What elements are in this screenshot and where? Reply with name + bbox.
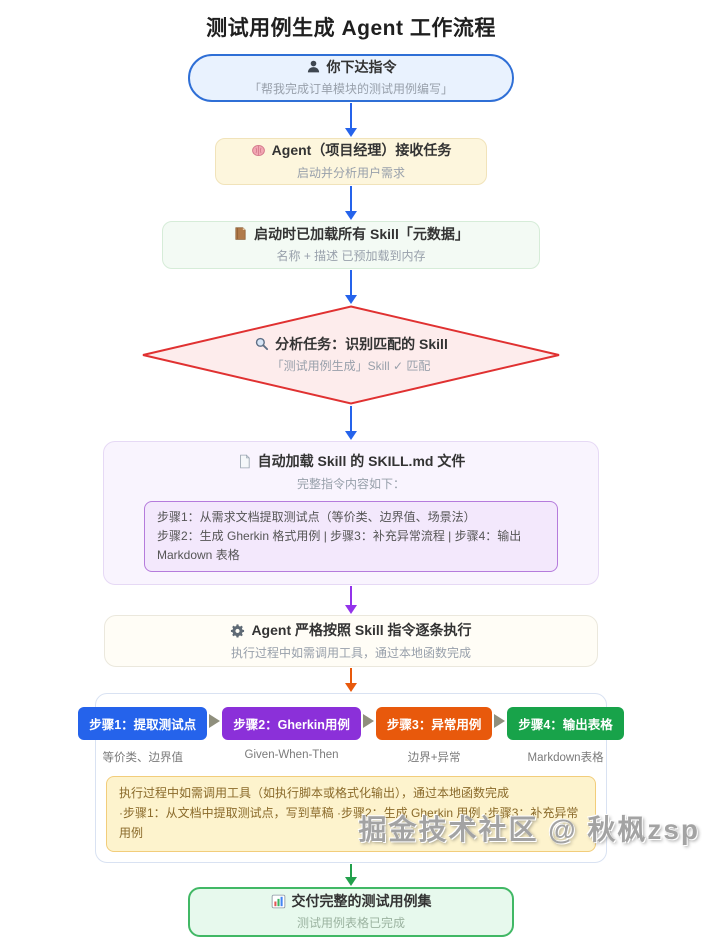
magnifier-icon xyxy=(254,336,269,351)
step-3-pill: 步骤3：异常用例 xyxy=(375,707,493,741)
node-execute-instructions: Agent 严格按照 Skill 指令逐条执行 执行过程中如需调用工具，通过本地… xyxy=(104,615,598,668)
document-icon xyxy=(237,454,252,469)
node-meta-title: 启动时已加载所有 Skill「元数据」 xyxy=(254,225,469,242)
node-user-command: 你下达指令 「帮我完成订单模块的测试用例编写」 xyxy=(188,54,514,102)
node-meta-subtitle: 名称 + 描述 已预加载到内存 xyxy=(276,249,426,264)
arrow-down-icon xyxy=(345,186,357,220)
step-1: 步骤1：提取测试点 等价类、边界值 xyxy=(78,707,208,765)
diamond-shape xyxy=(142,305,560,405)
gear-icon xyxy=(230,623,245,638)
chart-icon xyxy=(271,894,286,909)
step-1-caption: 等价类、边界值 xyxy=(102,752,183,765)
node-decision-subtitle: 「测试用例生成」Skill ✓ 匹配 xyxy=(271,359,431,374)
step-4-caption: Markdown表格 xyxy=(527,752,604,765)
node-agent-title: Agent（项目经理）接收任务 xyxy=(271,142,452,159)
step-3-caption: 边界+异常 xyxy=(407,752,461,765)
arrow-down-icon xyxy=(345,270,357,304)
arrow-down-icon xyxy=(345,863,357,886)
node-skill-metadata: 启动时已加载所有 Skill「元数据」 名称 + 描述 已预加载到内存 xyxy=(162,221,540,269)
step-arrow-right-icon xyxy=(362,714,374,729)
node-skillmd-title: 自动加载 Skill 的 SKILL.md 文件 xyxy=(257,453,466,469)
steps-pipeline-container: 步骤1：提取测试点 等价类、边界值 步骤2：Gherkin用例 Given-Wh… xyxy=(78,693,624,863)
node-user-subtitle: 「帮我完成订单模块的测试用例编写」 xyxy=(248,82,453,97)
skill-instruction-line: 步骤2：生成 Gherkin 格式用例 | 步骤3：补充异常流程 | 步骤4：输… xyxy=(157,528,522,563)
node-decision-match-skill: 分析任务：识别匹配的 Skill 「测试用例生成」Skill ✓ 匹配 xyxy=(141,305,561,405)
arrow-down-icon xyxy=(345,103,357,137)
node-decision-title: 分析任务：识别匹配的 Skill xyxy=(275,335,448,352)
user-icon xyxy=(306,59,321,74)
notebook-icon xyxy=(233,226,248,241)
step-3: 步骤3：异常用例 边界+异常 xyxy=(375,707,493,765)
node-deliver-title: 交付完整的测试用例集 xyxy=(291,892,432,909)
note-line: 执行过程中如需调用工具（如执行脚本或格式化输出），通过本地函数完成 xyxy=(119,786,510,801)
execution-note-box: 执行过程中如需调用工具（如执行脚本或格式化输出），通过本地函数完成 ·步骤1：从… xyxy=(106,776,596,852)
step-arrow-right-icon xyxy=(494,714,506,729)
arrow-down-icon xyxy=(345,406,357,440)
step-arrow-right-icon xyxy=(209,714,221,729)
arrow-down-icon xyxy=(345,586,357,615)
node-deliver-subtitle: 测试用例表格已完成 xyxy=(296,915,405,930)
step-2-caption: Given-When-Then xyxy=(244,749,339,762)
brain-icon xyxy=(251,143,266,158)
watermark: 掘金技术社区 @ 秋枫zsp xyxy=(358,814,700,845)
page-title: 测试用例生成 Agent 工作流程 xyxy=(206,17,496,40)
step-4-pill: 步骤4：输出表格 xyxy=(507,707,624,741)
node-exec-subtitle: 执行过程中如需调用工具，通过本地函数完成 xyxy=(230,645,471,660)
node-load-skillmd: 自动加载 Skill 的 SKILL.md 文件 完整指令内容如下： 步骤1：从… xyxy=(103,441,599,586)
skill-instructions-box: 步骤1：从需求文档提取测试点（等价类、边界值、场景法） 步骤2：生成 Gherk… xyxy=(144,500,558,573)
note-line: ·步骤1：从文档中提取测试点，写到草稿 ·步骤2：生成 Gherkin 用例 ·… xyxy=(119,806,579,840)
steps-row: 步骤1：提取测试点 等价类、边界值 步骤2：Gherkin用例 Given-Wh… xyxy=(78,707,624,765)
node-deliver-test-suite: 交付完整的测试用例集 测试用例表格已完成 xyxy=(188,886,514,937)
node-user-title: 你下达指令 xyxy=(326,58,397,75)
node-agent-receive: Agent（项目经理）接收任务 启动并分析用户需求 xyxy=(215,138,487,185)
node-skillmd-subtitle: 完整指令内容如下： xyxy=(296,476,405,491)
arrow-down-icon xyxy=(345,668,357,693)
step-2-pill: 步骤2：Gherkin用例 xyxy=(222,707,361,741)
node-agent-subtitle: 启动并分析用户需求 xyxy=(296,165,405,180)
node-exec-title: Agent 严格按照 Skill 指令逐条执行 xyxy=(251,621,472,638)
step-4: 步骤4：输出表格 Markdown表格 xyxy=(507,707,624,765)
step-1-pill: 步骤1：提取测试点 xyxy=(78,707,208,741)
step-2: 步骤2：Gherkin用例 Given-When-Then xyxy=(222,707,361,761)
skill-instruction-line: 步骤1：从需求文档提取测试点（等价类、边界值、场景法） xyxy=(157,509,476,524)
